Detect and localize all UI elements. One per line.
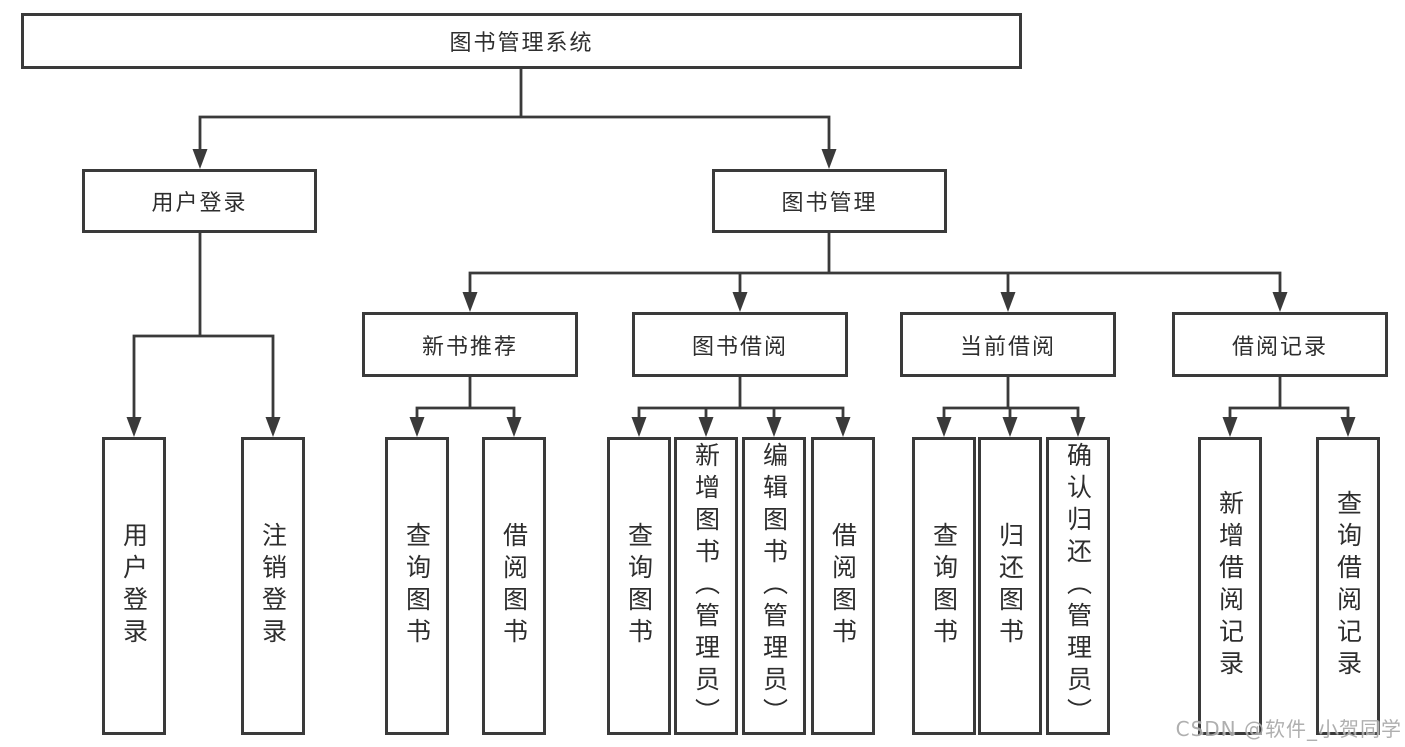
node-root: 图书管理系统	[21, 13, 1022, 69]
node-borrowing-records-label: 借阅记录	[1231, 334, 1328, 360]
leaf-query-books-borrowing-label: 查询图书	[624, 522, 654, 650]
leaf-query-books-current-label: 查询图书	[929, 522, 959, 650]
leaf-edit-book-admin: 编辑图书（管理员）	[742, 437, 806, 735]
leaf-query-borrow-record: 查询借阅记录	[1316, 437, 1380, 735]
connector-root-branch	[198, 69, 831, 153]
leaf-add-borrow-record-label: 新增借阅记录	[1215, 490, 1245, 682]
connector-user-login-branch	[132, 233, 275, 421]
leaf-return-book: 归还图书	[978, 437, 1042, 735]
node-new-book-recommend-label: 新书推荐	[421, 334, 518, 360]
connector-borrowing-records-branch	[1228, 377, 1350, 421]
connector-new-book-recommend-branch	[415, 377, 516, 421]
leaf-logout: 注销登录	[241, 437, 305, 735]
leaf-borrow-books-recommend: 借阅图书	[482, 437, 546, 735]
connector-current-borrowing-branch	[942, 377, 1080, 421]
leaf-query-books-recommend: 查询图书	[385, 437, 449, 735]
leaf-return-book-label: 归还图书	[995, 522, 1025, 650]
node-borrowing-records: 借阅记录	[1172, 312, 1388, 377]
leaf-add-borrow-record: 新增借阅记录	[1198, 437, 1262, 735]
leaf-query-borrow-record-label: 查询借阅记录	[1333, 490, 1363, 682]
node-book-management: 图书管理	[712, 169, 947, 233]
leaf-add-book-admin: 新增图书（管理员）	[674, 437, 738, 735]
leaf-user-login-label: 用户登录	[119, 522, 149, 650]
node-user-login: 用户登录	[82, 169, 317, 233]
leaf-confirm-return-admin-label: 确认归还（管理员）	[1063, 442, 1093, 730]
csdn-watermark: CSDN @软件_小贺同学	[1175, 717, 1402, 741]
leaf-borrow-books-recommend-label: 借阅图书	[499, 522, 529, 650]
node-current-borrowing: 当前借阅	[900, 312, 1116, 377]
node-new-book-recommend: 新书推荐	[362, 312, 578, 377]
node-book-borrowing: 图书借阅	[632, 312, 848, 377]
leaf-add-book-admin-label: 新增图书（管理员）	[691, 442, 721, 730]
leaf-user-login: 用户登录	[102, 437, 166, 735]
leaf-confirm-return-admin: 确认归还（管理员）	[1046, 437, 1110, 735]
leaf-query-books-current: 查询图书	[912, 437, 976, 735]
node-book-borrowing-label: 图书借阅	[691, 334, 788, 360]
connector-book-borrowing-branch	[637, 377, 845, 421]
node-current-borrowing-label: 当前借阅	[959, 334, 1056, 360]
leaf-edit-book-admin-label: 编辑图书（管理员）	[759, 442, 789, 730]
leaf-query-books-recommend-label: 查询图书	[402, 522, 432, 650]
leaf-borrow-books-borrowing: 借阅图书	[811, 437, 875, 735]
leaf-query-books-borrowing: 查询图书	[607, 437, 671, 735]
node-user-login-label: 用户登录	[151, 191, 248, 216]
arrowheads	[126, 149, 1356, 437]
node-book-management-label: 图书管理	[781, 191, 878, 216]
leaf-borrow-books-borrowing-label: 借阅图书	[828, 522, 858, 650]
node-root-label: 图书管理系统	[449, 31, 594, 56]
connector-book-management-branch	[468, 233, 1282, 296]
leaf-logout-label: 注销登录	[258, 522, 288, 650]
